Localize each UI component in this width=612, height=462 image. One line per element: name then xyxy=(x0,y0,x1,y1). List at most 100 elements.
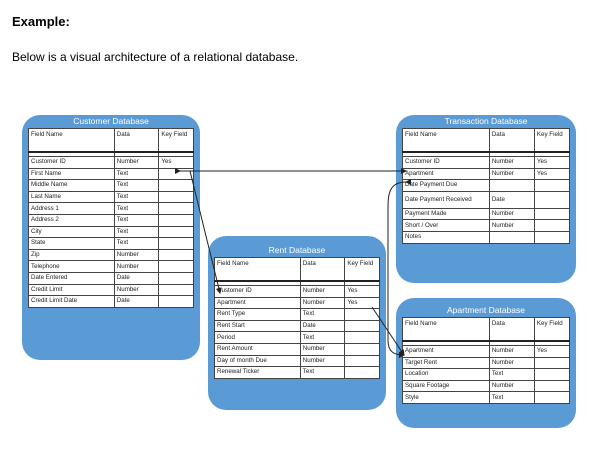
header-key-field: Key Field xyxy=(158,128,194,153)
cell-key xyxy=(344,342,380,356)
cell-data: Text xyxy=(113,237,160,250)
cell-key xyxy=(533,230,571,244)
cell-data: Number xyxy=(299,285,346,298)
cell-field: State xyxy=(28,237,115,250)
cell-key: Yes xyxy=(344,296,380,310)
cell-key xyxy=(158,190,194,204)
cell-field: Telephone xyxy=(28,260,115,273)
header-data: Data xyxy=(113,128,160,153)
cell-key xyxy=(158,225,194,239)
cell-key xyxy=(158,283,194,297)
cell-data: Date xyxy=(113,271,160,285)
cell-key xyxy=(158,295,194,308)
cell-data: Number xyxy=(113,260,160,273)
cell-key xyxy=(533,179,571,192)
cell-field: Middle Name xyxy=(28,179,115,192)
cell-field: Notes xyxy=(402,230,490,244)
cell-data: Text xyxy=(299,331,346,344)
cell-field: Credit Limit xyxy=(28,283,115,297)
cell-data: Number xyxy=(299,354,346,368)
cell-data: Text xyxy=(299,366,346,379)
cell-key xyxy=(344,308,380,321)
page-heading: Example: xyxy=(12,14,70,29)
cell-key: Yes xyxy=(533,156,571,169)
cell-field: Style xyxy=(402,391,490,404)
table-header-row: Field Name Data Key Field xyxy=(402,317,571,342)
rent-database-title: Rent Database xyxy=(268,245,326,255)
cell-key xyxy=(533,356,571,370)
cell-key xyxy=(344,354,380,368)
cell-field: Apartment xyxy=(402,345,490,358)
cell-data: Date xyxy=(299,319,346,333)
cell-key: Yes xyxy=(158,156,194,169)
cell-field: Day of month Due xyxy=(214,354,301,368)
cell-key xyxy=(158,213,194,227)
cell-data: Text xyxy=(113,202,160,215)
cell-key xyxy=(533,368,571,381)
cell-field: Rent Start xyxy=(214,319,301,333)
cell-key xyxy=(533,379,571,393)
cell-field: Date Payment Received xyxy=(402,190,490,209)
customer-database-box: Customer Database Field Name Data Key Fi… xyxy=(22,115,200,360)
header-field-name: Field Name xyxy=(402,128,490,153)
rent-database-box: Rent Database Field Name Data Key Field … xyxy=(208,236,386,410)
cell-key xyxy=(344,319,380,333)
cell-data: Number xyxy=(113,283,160,297)
cell-field: Zip xyxy=(28,248,115,262)
cell-field: Address 1 xyxy=(28,202,115,215)
cell-key xyxy=(533,190,571,209)
cell-data: Number xyxy=(488,207,535,221)
cell-field: Payment Made xyxy=(402,207,490,221)
cell-field: Last Name xyxy=(28,190,115,204)
header-field-name: Field Name xyxy=(214,257,301,282)
cell-data: Date xyxy=(113,295,160,308)
cell-data: Text xyxy=(299,308,346,321)
cell-key xyxy=(158,179,194,192)
cell-key xyxy=(158,237,194,250)
cell-data: Text xyxy=(113,167,160,181)
cell-key xyxy=(533,391,571,404)
table-header-row: Field Name Data Key Field xyxy=(214,257,380,282)
cell-data: Number xyxy=(113,156,160,169)
cell-data: Number xyxy=(299,342,346,356)
cell-key xyxy=(158,260,194,273)
cell-data: Number xyxy=(299,296,346,310)
cell-field: Customer ID xyxy=(214,285,301,298)
cell-key xyxy=(344,366,380,379)
header-field-name: Field Name xyxy=(402,317,490,342)
cell-field: Target Rent xyxy=(402,356,490,370)
cell-key xyxy=(158,202,194,215)
cell-field: Credit Limit Date xyxy=(28,295,115,308)
cell-data: Number xyxy=(488,167,535,181)
cell-key xyxy=(158,167,194,181)
cell-field: Rent Type xyxy=(214,308,301,321)
apartment-database-title: Apartment Database xyxy=(447,305,525,315)
